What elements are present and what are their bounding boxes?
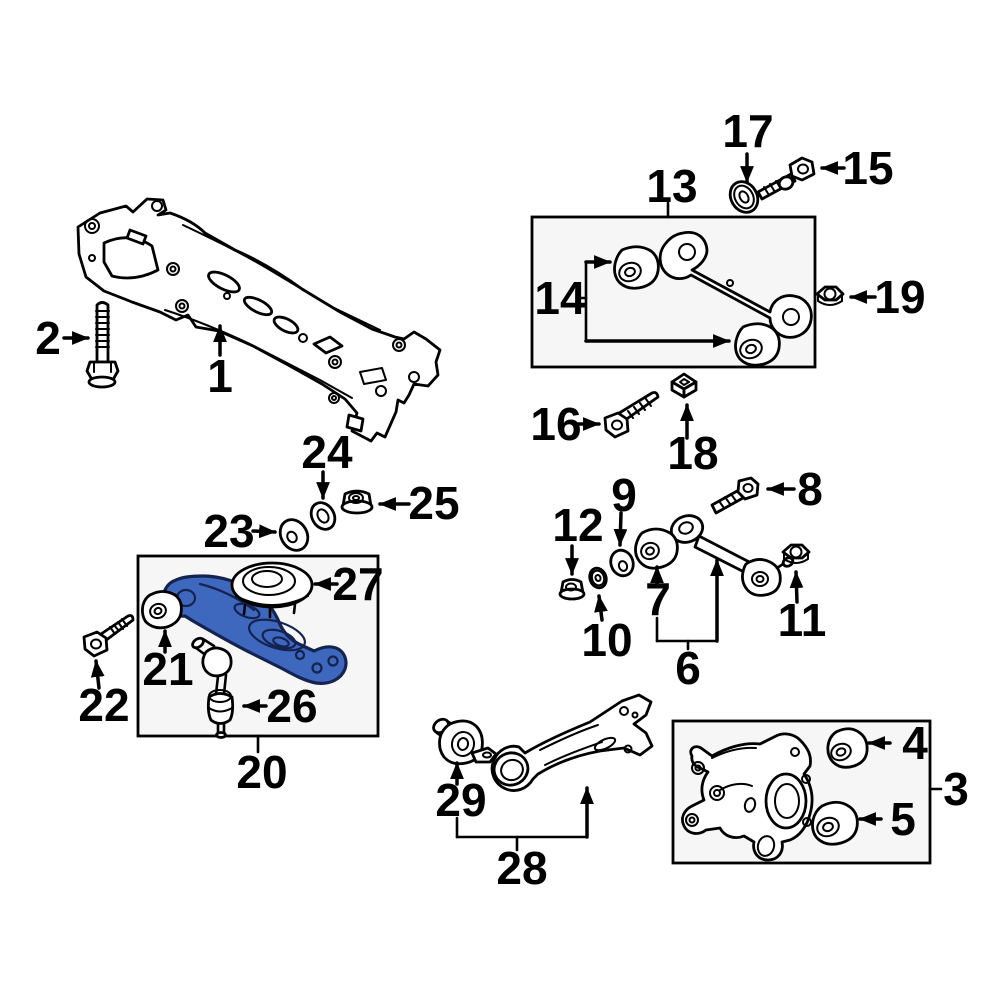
lower-arm-box: 27 21 26 bbox=[136, 554, 384, 739]
callout-22: 22 bbox=[78, 659, 130, 731]
callout-17-label: 17 bbox=[722, 105, 773, 157]
square-nut-18-illustration bbox=[670, 372, 698, 399]
callout-22-label: 22 bbox=[78, 679, 129, 731]
callout-8: 8 bbox=[766, 463, 823, 515]
callout-10-label: 10 bbox=[581, 614, 632, 666]
bolt-22-illustration bbox=[82, 614, 135, 658]
callout-6: 6 bbox=[655, 558, 724, 694]
toe-link-6-illustration bbox=[669, 514, 795, 597]
callout-2-label: 2 bbox=[35, 312, 61, 364]
flange-nut-25-illustration bbox=[340, 489, 374, 515]
callout-16-label: 16 bbox=[530, 398, 581, 450]
callout-24-label: 24 bbox=[301, 426, 353, 478]
callout-29: 29 bbox=[435, 761, 487, 826]
callout-10: 10 bbox=[581, 594, 633, 666]
callout-15: 15 bbox=[820, 142, 894, 194]
bolt-16-illustration bbox=[603, 391, 660, 439]
knuckle-illustration bbox=[681, 732, 814, 862]
callout-1: 1 bbox=[207, 324, 233, 402]
washer-23-illustration bbox=[278, 518, 310, 552]
callout-17: 17 bbox=[722, 105, 774, 184]
bushing-4-illustration bbox=[826, 727, 869, 769]
callout-6-label: 6 bbox=[675, 642, 701, 694]
callout-9-label: 9 bbox=[611, 469, 637, 521]
bushing-29-illustration bbox=[432, 717, 498, 766]
washer-9-illustration bbox=[609, 548, 635, 578]
bushing-5-illustration bbox=[811, 800, 859, 846]
washer-10-illustration bbox=[588, 566, 608, 590]
callout-19: 19 bbox=[849, 271, 926, 323]
callout-12: 12 bbox=[552, 499, 604, 576]
callout-19-label: 19 bbox=[874, 271, 925, 323]
callout-21: 21 bbox=[142, 629, 194, 695]
callout-2: 2 bbox=[35, 312, 90, 364]
lateral-arm-illustration bbox=[658, 230, 813, 339]
callout-5-label: 5 bbox=[890, 793, 916, 845]
callout-18: 18 bbox=[667, 403, 719, 479]
washer-24-illustration bbox=[309, 501, 337, 531]
arm-bushing-rear bbox=[734, 322, 781, 367]
spring-seat-27-illustration bbox=[230, 561, 314, 619]
callout-29-label: 29 bbox=[435, 774, 486, 826]
bushing-7-illustration bbox=[634, 527, 679, 570]
callout-11-label: 11 bbox=[778, 594, 827, 646]
callout-26-label: 26 bbox=[266, 680, 317, 732]
callout-13-label: 13 bbox=[646, 160, 697, 212]
callout-4: 4 bbox=[867, 717, 928, 769]
callout-27: 27 bbox=[313, 558, 384, 610]
bolt-8-illustration bbox=[710, 476, 760, 515]
callout-20: 20 bbox=[236, 734, 288, 798]
nut-19-illustration bbox=[815, 285, 845, 306]
trailing-arm-28-illustration bbox=[490, 693, 654, 792]
flange-nut-12-illustration bbox=[558, 578, 586, 601]
callout-24: 24 bbox=[301, 426, 353, 500]
crossmember-illustration bbox=[76, 197, 442, 443]
callout-14-label: 14 bbox=[534, 272, 586, 324]
callout-18-label: 18 bbox=[667, 427, 718, 479]
bushing-21-illustration bbox=[141, 590, 183, 630]
bolt-15-illustration bbox=[756, 156, 816, 201]
callout-3-label: 3 bbox=[943, 763, 969, 815]
callout-28-label: 28 bbox=[496, 842, 547, 894]
arm-bushing-front bbox=[613, 245, 660, 290]
knuckle-box: 4 5 bbox=[671, 717, 932, 865]
stabilizer-link-26-illustration bbox=[191, 636, 235, 739]
callout-11: 11 bbox=[778, 570, 827, 646]
callout-12-label: 12 bbox=[552, 499, 603, 551]
callout-21-label: 21 bbox=[142, 643, 193, 695]
washer-17-illustration bbox=[728, 180, 760, 214]
callout-27-label: 27 bbox=[332, 558, 383, 610]
callout-15-label: 15 bbox=[842, 142, 893, 194]
callout-4-label: 4 bbox=[902, 717, 928, 769]
upper-arm-box: 13 14 bbox=[530, 160, 817, 369]
callout-16: 16 bbox=[530, 398, 601, 450]
callout-23-label: 23 bbox=[203, 505, 254, 557]
callout-7: 7 bbox=[645, 565, 671, 625]
callout-25-label: 25 bbox=[408, 477, 459, 529]
bolt-2-illustration bbox=[85, 301, 120, 389]
callout-26: 26 bbox=[242, 680, 318, 732]
callout-1-label: 1 bbox=[207, 350, 233, 402]
callout-9: 9 bbox=[611, 469, 637, 547]
callout-7-label: 7 bbox=[645, 573, 671, 625]
callout-8-label: 8 bbox=[797, 463, 823, 515]
callout-25: 25 bbox=[378, 477, 460, 529]
callout-5: 5 bbox=[858, 793, 916, 845]
callout-14: 14 bbox=[534, 255, 731, 348]
callout-28: 28 bbox=[455, 786, 594, 894]
callout-3: 3 bbox=[929, 763, 969, 815]
nut-11-illustration bbox=[781, 543, 811, 564]
callout-23: 23 bbox=[203, 505, 277, 557]
callout-20-label: 20 bbox=[236, 746, 287, 798]
